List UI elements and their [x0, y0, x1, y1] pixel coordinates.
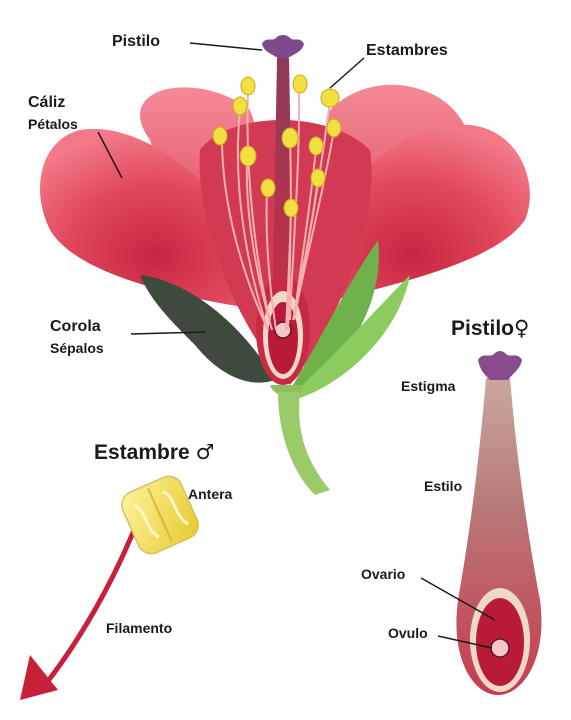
label-estambre-detail: Estambre ♂ [94, 440, 214, 465]
sepal-dark [140, 275, 275, 383]
filament-tip [20, 655, 58, 700]
pistilo-detail-text: Pistilo [451, 317, 515, 340]
ovule-detail [490, 638, 510, 658]
label-estambres: Estambres [366, 42, 448, 59]
label-estigma: Estigma [401, 378, 456, 394]
label-pistilo-detail: Pistilo♀ [451, 316, 529, 341]
label-ovario: Ovario [361, 566, 406, 582]
label-antera: Antera [188, 486, 233, 502]
label-ovulo: Ovulo [388, 625, 428, 641]
stigma-detail [478, 351, 522, 380]
anther-detail [121, 475, 199, 555]
main-flower [40, 35, 530, 495]
label-corola: Corola [50, 318, 101, 335]
petal-left [40, 128, 270, 310]
anthers [212, 74, 342, 218]
sepal-green-2 [295, 275, 410, 398]
flower-stigma [262, 35, 304, 58]
stamen-detail [20, 475, 199, 700]
filaments [221, 87, 335, 331]
male-symbol-icon: ♂ [195, 440, 215, 464]
stem [278, 392, 330, 495]
label-caliz: Cáliz [28, 94, 66, 111]
label-sepalos: Sépalos [50, 340, 104, 356]
leader-lines [97, 42, 365, 335]
estambre-detail-text: Estambre [94, 441, 190, 464]
label-estilo: Estilo [424, 478, 463, 494]
label-petalos: Pétalos [28, 116, 78, 132]
female-symbol-icon: ♀ [514, 316, 530, 340]
flower-style [273, 58, 293, 280]
sepal-green-1 [290, 240, 379, 395]
filament-detail [43, 514, 143, 687]
pistil-leader-lines [420, 577, 496, 649]
label-filamento: Filamento [106, 620, 173, 636]
label-pistilo: Pistilo [112, 33, 161, 50]
